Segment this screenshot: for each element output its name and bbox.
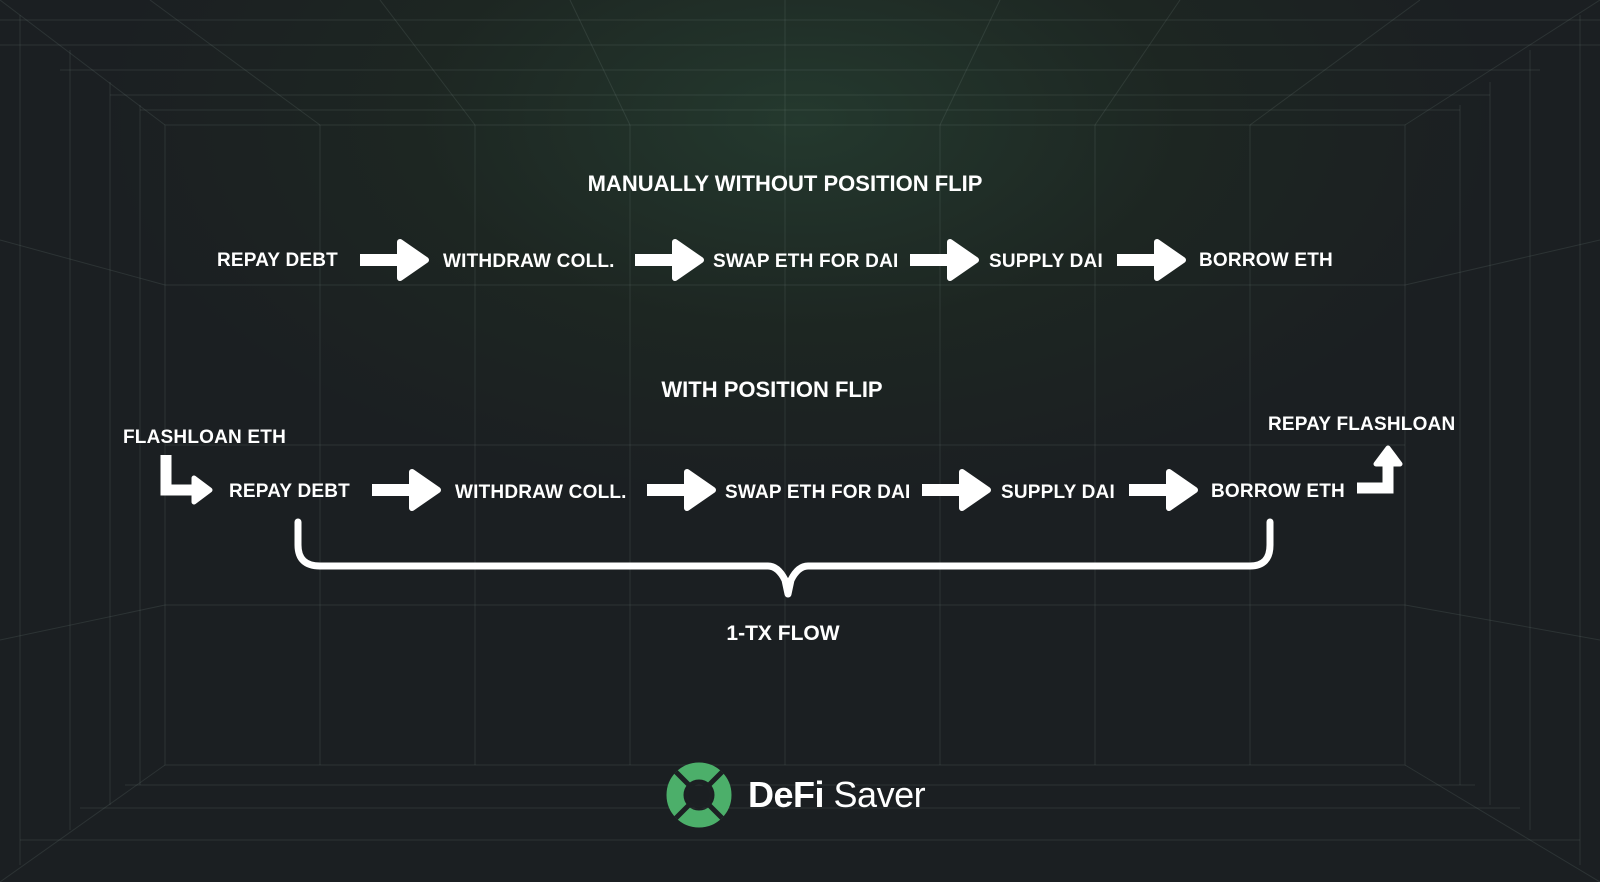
arrow-right-icon xyxy=(1129,472,1195,508)
flip-flow-title: WITH POSITION FLIP xyxy=(661,377,883,402)
repay-flashloan-elbow-arrow-icon xyxy=(1357,445,1403,494)
flashloan-elbow-arrow-icon xyxy=(160,455,213,505)
manual-step-withdraw-coll: WITHDRAW COLL. xyxy=(443,251,615,272)
arrow-right-icon xyxy=(647,472,713,508)
arrow-right-icon xyxy=(635,242,701,278)
repay-flashloan-label: REPAY FLASHLOAN xyxy=(1268,414,1456,435)
arrow-right-icon xyxy=(922,472,988,508)
manual-step-repay-debt: REPAY DEBT xyxy=(217,250,338,271)
flashloan-eth-label: FLASHLOAN ETH xyxy=(123,427,287,448)
lifebuoy-logo-icon xyxy=(666,762,732,828)
arrow-right-icon xyxy=(360,242,426,278)
manual-flow-title: MANUALLY WITHOUT POSITION FLIP xyxy=(587,171,983,196)
flip-step-borrow-eth: BORROW ETH xyxy=(1211,481,1345,502)
flip-step-supply-dai: SUPPLY DAI xyxy=(1001,482,1115,503)
brand-name-bold: DeFi xyxy=(748,774,825,815)
arrow-right-icon xyxy=(372,472,438,508)
one-tx-brace xyxy=(294,518,1274,598)
manual-step-borrow-eth: BORROW ETH xyxy=(1199,250,1333,271)
flip-step-swap: SWAP ETH FOR DAI xyxy=(725,482,911,503)
defi-saver-logo: DeFi Saver xyxy=(666,762,926,828)
brand-name-regular: Saver xyxy=(833,774,926,815)
arrow-right-icon xyxy=(910,242,976,278)
arrow-right-icon xyxy=(1117,242,1183,278)
manual-step-supply-dai: SUPPLY DAI xyxy=(989,251,1103,272)
flip-step-repay-debt: REPAY DEBT xyxy=(229,481,350,502)
brand-name: DeFi Saver xyxy=(748,774,926,816)
one-tx-flow-label: 1-TX FLOW xyxy=(726,622,840,645)
manual-step-swap: SWAP ETH FOR DAI xyxy=(713,251,899,272)
flip-step-withdraw-coll: WITHDRAW COLL. xyxy=(455,482,627,503)
